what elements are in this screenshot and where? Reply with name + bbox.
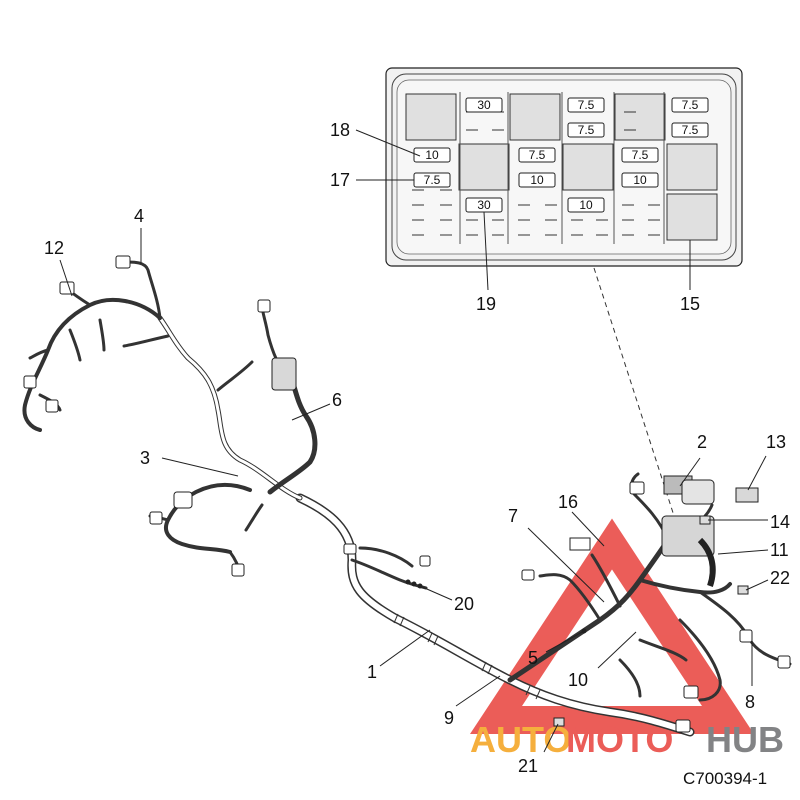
callout-17: 17 — [330, 170, 350, 190]
relay-blocks — [405, 93, 718, 241]
fuse-label: 7.5 — [682, 123, 699, 137]
callout-5: 5 — [528, 648, 538, 668]
callouts: 1 2 3 4 5 6 7 8 9 10 11 12 13 14 15 16 1… — [44, 120, 790, 776]
callout-8: 8 — [745, 692, 755, 712]
callout-18: 18 — [330, 120, 350, 140]
callout-3: 3 — [140, 448, 150, 468]
callout-9: 9 — [444, 708, 454, 728]
callout-12: 12 — [44, 238, 64, 258]
fuse-label: 7.5 — [578, 98, 595, 112]
fuse-label: 10 — [530, 173, 544, 187]
fuse-label: 7.5 — [682, 98, 699, 112]
callout-11: 11 — [770, 540, 789, 560]
callout-2: 2 — [697, 432, 707, 452]
watermark-triangle-icon — [470, 518, 754, 734]
fuse-outlines — [413, 97, 709, 213]
slot-bars — [459, 92, 665, 244]
callout-4: 4 — [134, 206, 144, 226]
fuse-label: 10 — [633, 173, 647, 187]
callout-14: 14 — [770, 512, 790, 532]
fuse-label: 7.5 — [529, 148, 546, 162]
callout-7: 7 — [508, 506, 518, 526]
fuse-label: 30 — [477, 98, 491, 112]
callout-22: 22 — [770, 568, 790, 588]
callout-6: 6 — [332, 390, 342, 410]
callout-16: 16 — [558, 492, 578, 512]
drawing-code: C700394-1 — [683, 769, 767, 788]
fuse-label: 10 — [425, 148, 439, 162]
fuse-label: 7.5 — [632, 148, 649, 162]
fuse-label: 7.5 — [578, 123, 595, 137]
callout-13: 13 — [766, 432, 786, 452]
terminal-slots — [412, 111, 660, 236]
fuse-labels: 30 7.5 7.5 7.5 7.5 10 7.5 10 7.5 10 7.5 … — [424, 98, 699, 212]
callout-19: 19 — [476, 294, 496, 314]
callout-10: 10 — [568, 670, 588, 690]
callout-1: 1 — [367, 662, 377, 682]
fuse-box-inset: 30 7.5 7.5 7.5 7.5 10 7.5 10 7.5 10 7.5 … — [385, 67, 743, 267]
callout-15: 15 — [680, 294, 700, 314]
fuse-label: 7.5 — [424, 173, 441, 187]
leader-lines — [59, 129, 769, 753]
main-harness — [22, 255, 792, 737]
callout-20: 20 — [454, 594, 474, 614]
relay-15 — [666, 193, 718, 241]
fuse-label: 30 — [477, 198, 491, 212]
callout-21: 21 — [518, 756, 538, 776]
watermark-text-hub: HUB — [706, 719, 784, 760]
watermark: AUTO MOTO HUB — [470, 518, 784, 760]
fuse-label: 10 — [579, 198, 593, 212]
